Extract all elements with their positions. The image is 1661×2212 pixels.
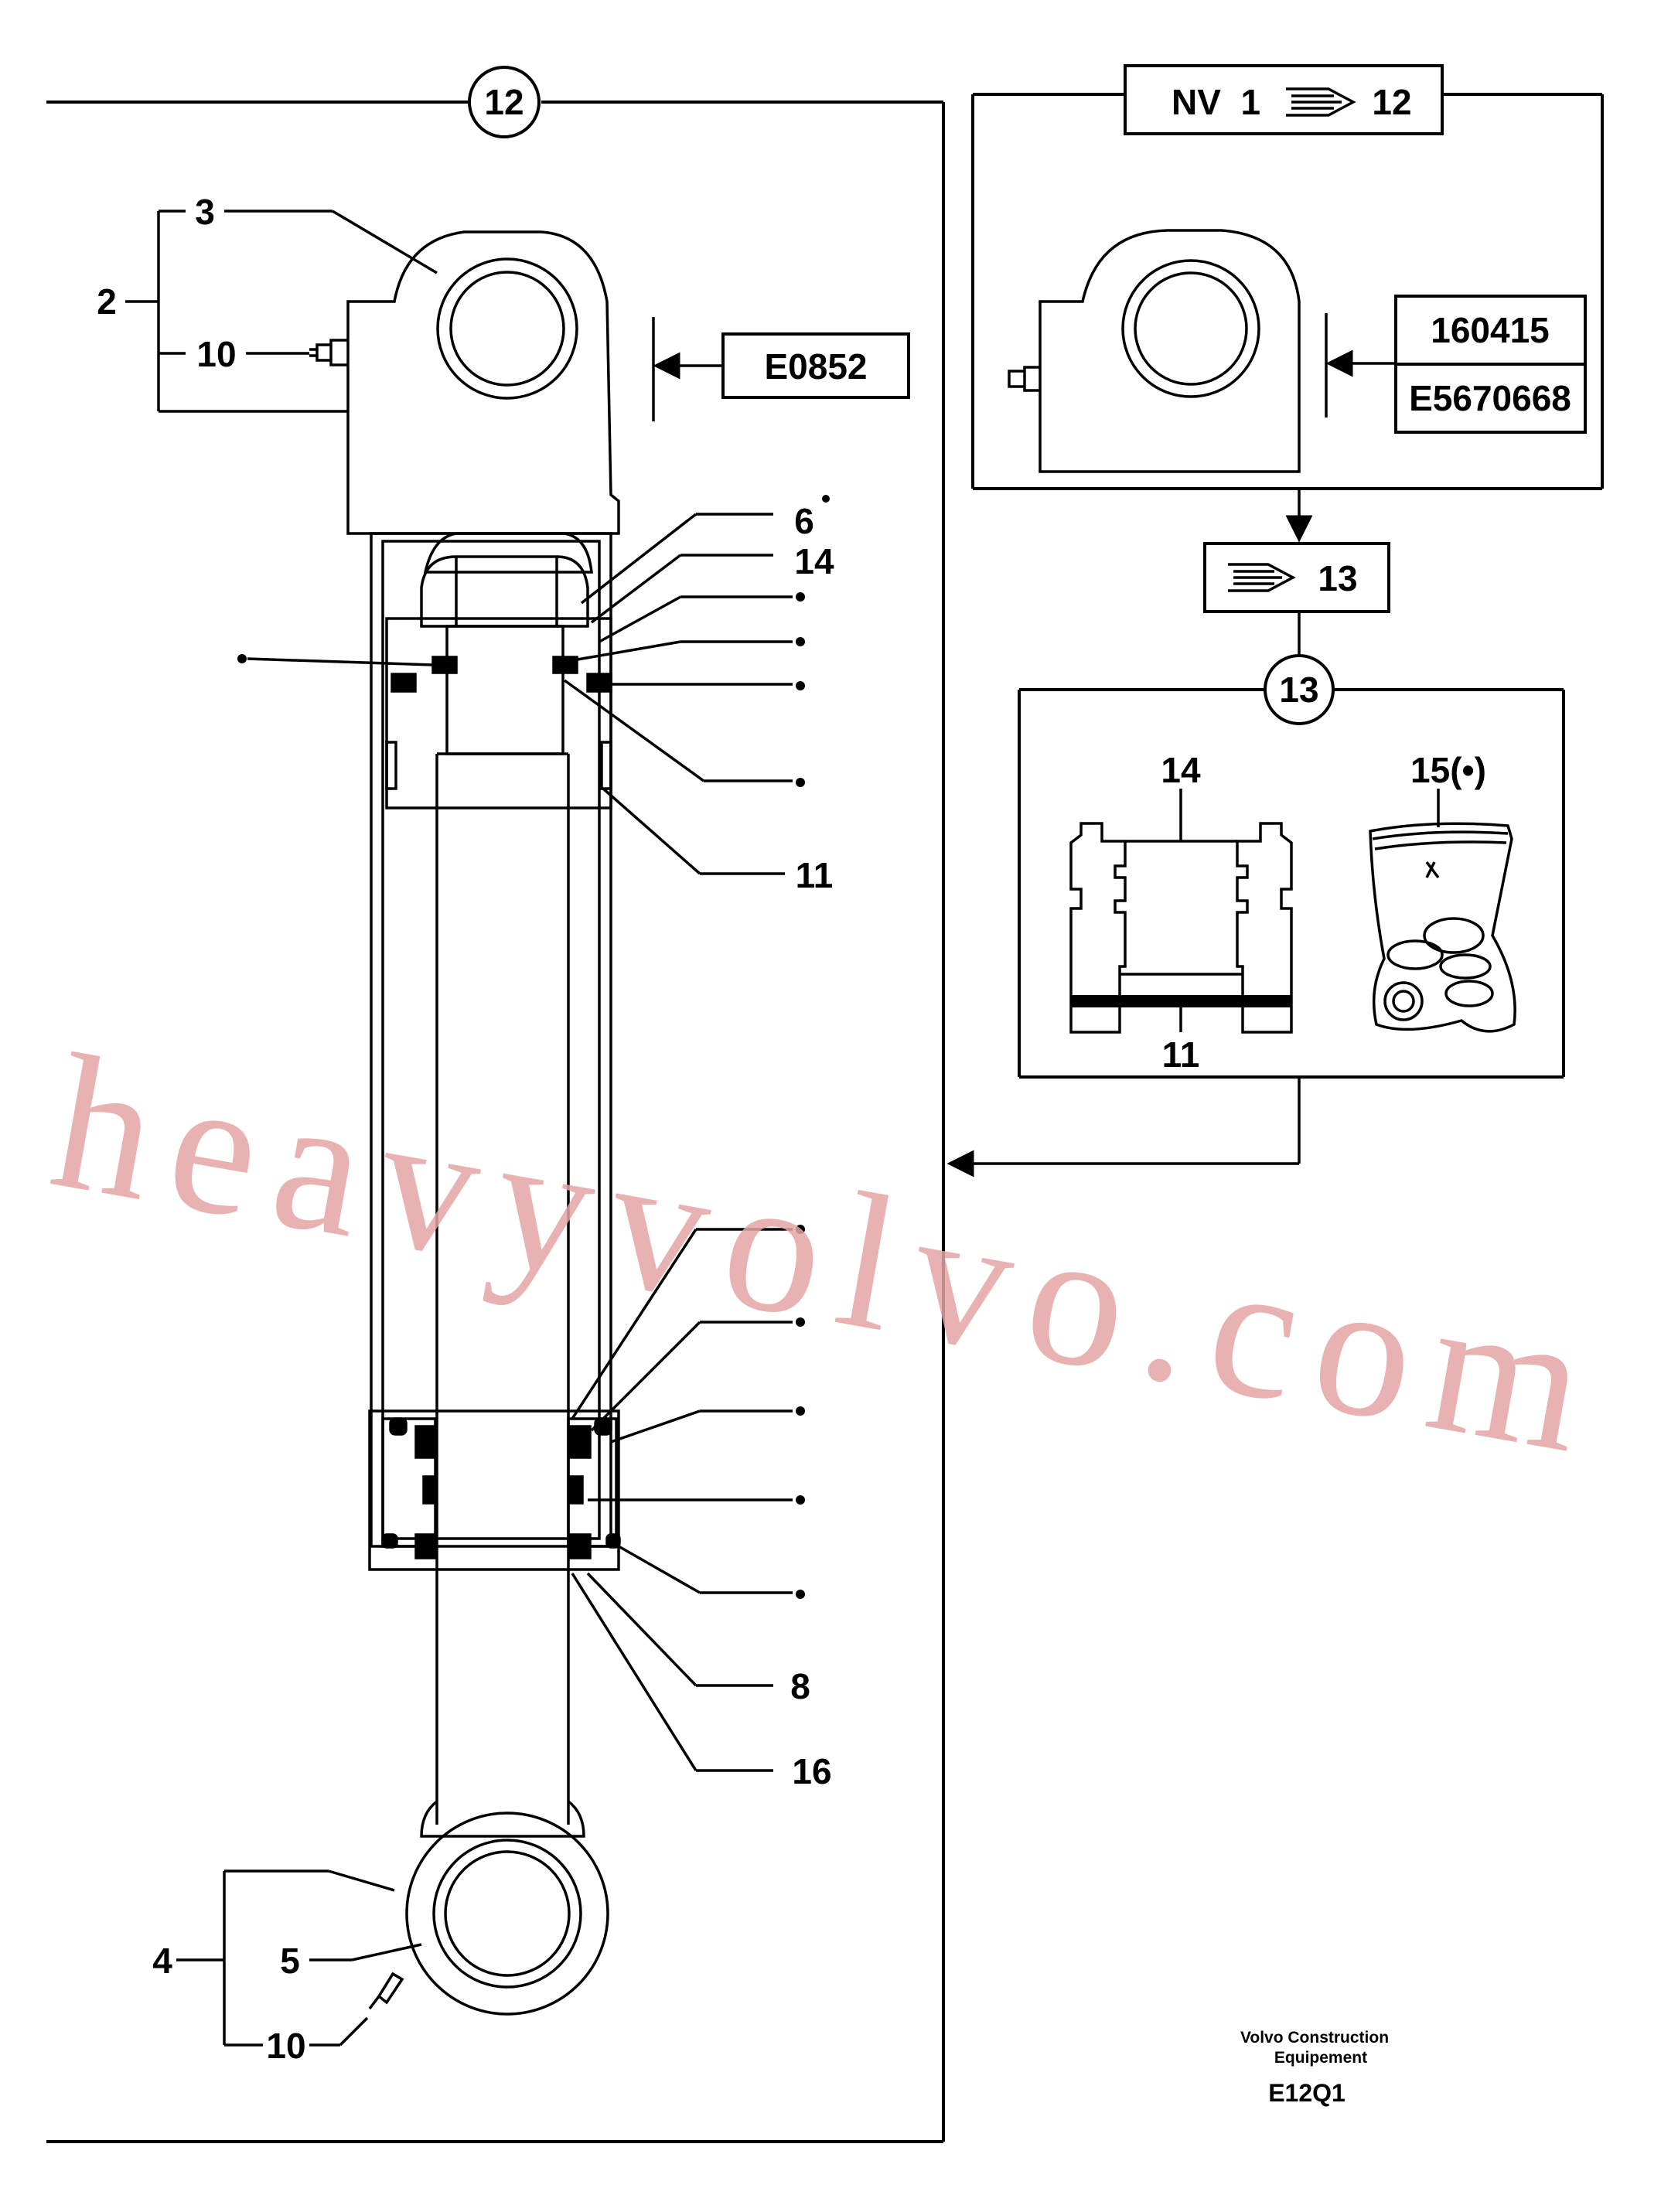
bullet — [796, 592, 805, 602]
company-line-2: Equipement — [1274, 2049, 1367, 2067]
version-view — [971, 64, 1604, 490]
bullet — [796, 1406, 805, 1416]
version-header-target: 12 — [1372, 82, 1411, 122]
label-16: 16 — [792, 1751, 831, 1791]
seal-bag-drawing — [1369, 822, 1516, 1033]
reference-box-label: E0852 — [764, 346, 867, 387]
bullet — [796, 1590, 805, 1599]
label-8: 8 — [790, 1666, 810, 1706]
label-5: 5 — [280, 1941, 300, 1981]
kit-item-11-label: 11 — [1162, 1034, 1200, 1075]
watermark: heavyvolvo.com — [39, 1014, 1599, 1493]
label-2: 2 — [97, 281, 117, 322]
bullet — [796, 1495, 805, 1505]
bullet — [796, 637, 805, 646]
bullet — [796, 1317, 805, 1327]
section-badge-12: 12 — [468, 66, 541, 138]
label-10-bottom: 10 — [266, 2026, 305, 2066]
part-number-1: 160415 — [1431, 310, 1550, 350]
part-number-2: E5670668 — [1409, 378, 1571, 418]
label-4: 4 — [152, 1941, 172, 1981]
bullet — [796, 1225, 805, 1234]
o-ring-band — [1071, 995, 1291, 1007]
kit-reference-target: 13 — [1318, 558, 1357, 598]
label-6: 6 — [794, 501, 814, 541]
bullet — [796, 778, 805, 787]
piston-seal-drawing — [1069, 822, 1293, 1034]
leader-lines-main — [125, 210, 793, 2047]
bullet — [796, 681, 805, 690]
return-arrow — [946, 1077, 1301, 1178]
label-3: 3 — [195, 192, 215, 232]
section-number-12: 12 — [484, 82, 524, 122]
label-11: 11 — [796, 855, 834, 895]
main-view-frame — [46, 101, 945, 2143]
version-arrow-icon — [1286, 87, 1356, 117]
kit-item-14-label: 14 — [1161, 750, 1201, 790]
kit-item-15-label: 15(•) — [1410, 750, 1486, 790]
bullet-6 — [822, 495, 830, 503]
kit-reference: 13 — [1203, 542, 1390, 613]
kit-view — [1018, 688, 1565, 1079]
company-line-1: Volvo Construction — [1240, 2029, 1389, 2047]
section-number-13: 13 — [1279, 670, 1318, 710]
drawing-code: E12Q1 — [1268, 2079, 1346, 2107]
label-14: 14 — [794, 541, 834, 581]
version-header-prefix: NV 1 — [1172, 82, 1260, 122]
label-10-top: 10 — [196, 334, 236, 374]
bullet — [237, 654, 247, 663]
section-badge-13 — [1264, 654, 1335, 725]
e0852-reference: E0852 — [652, 317, 910, 421]
